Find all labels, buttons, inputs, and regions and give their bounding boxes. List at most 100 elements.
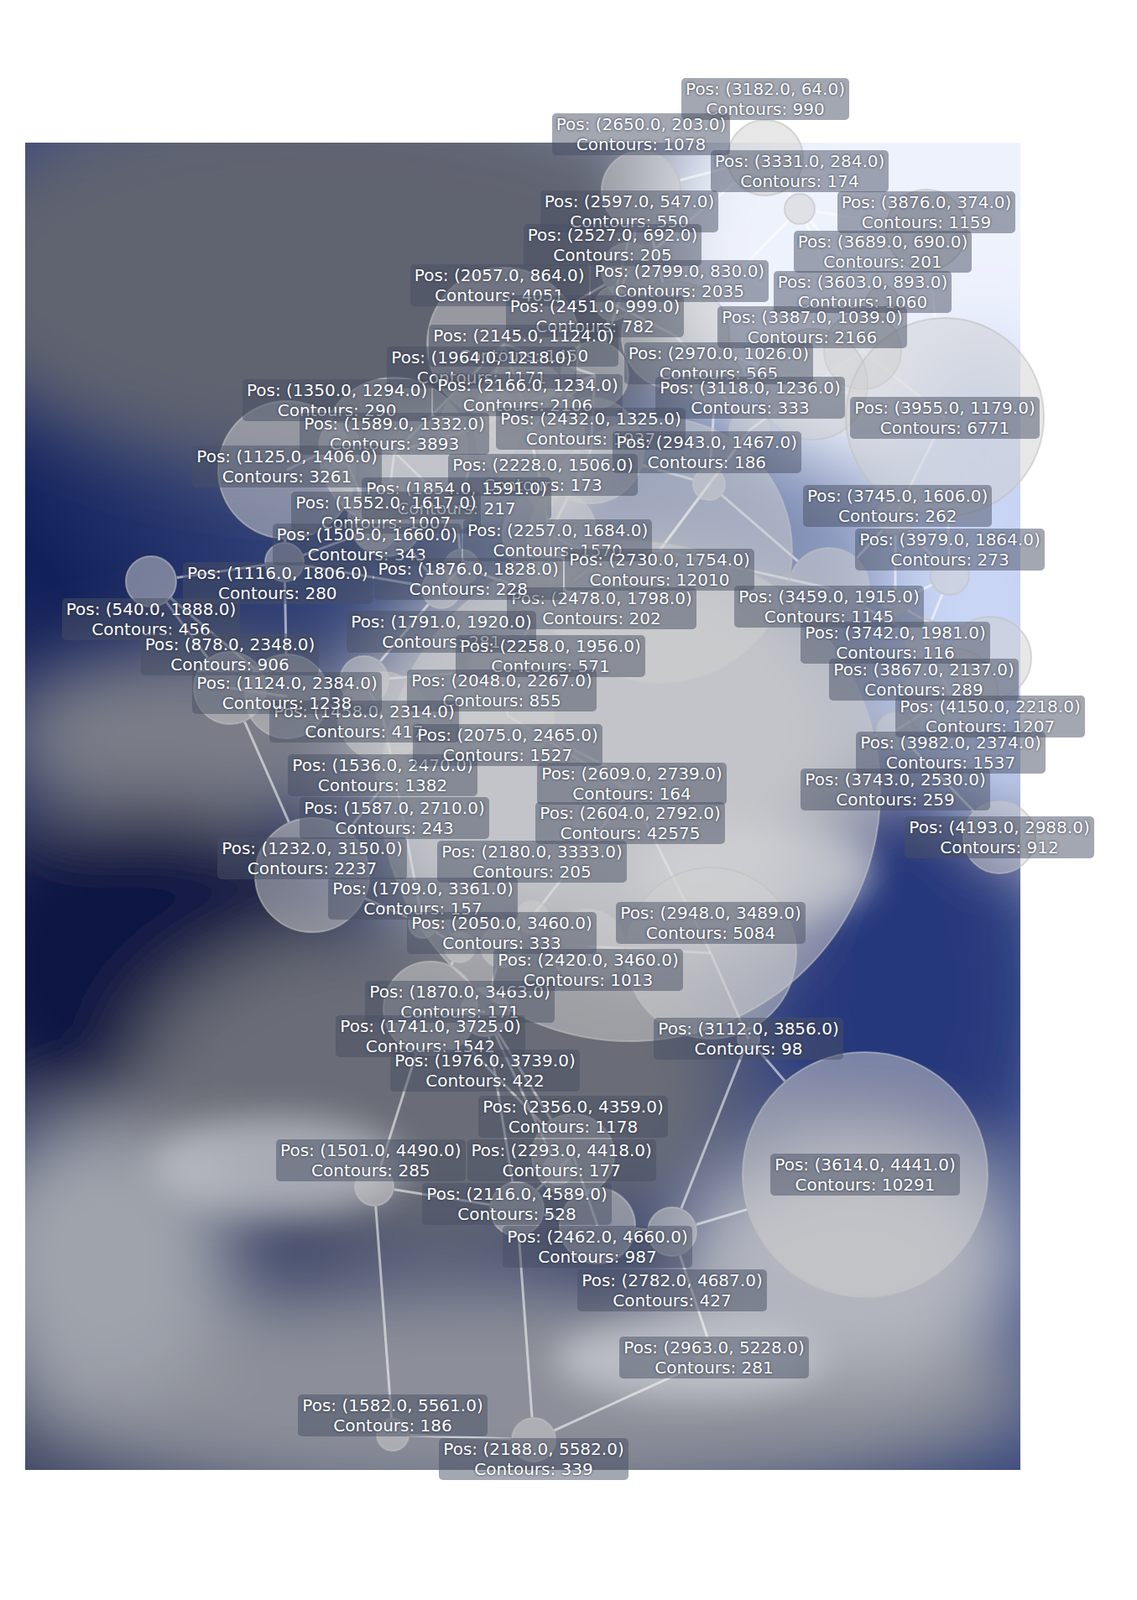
- node-label: Pos: (2650.0, 203.0)Contours: 1078: [552, 113, 731, 156]
- contour-count: Contours: 6771: [854, 417, 1035, 439]
- contour-count: Contours: 2166: [721, 327, 903, 348]
- contour-count: Contours: 205: [441, 861, 622, 882]
- position-text: Pos: (2462.0, 4660.0): [506, 1226, 688, 1247]
- node-label: Pos: (2943.0, 1467.0)Contours: 186: [612, 431, 802, 474]
- position-text: Pos: (2057.0, 864.0): [414, 265, 585, 286]
- contour-node: Pos: (2609.0, 2739.0)Contours: 164: [615, 763, 648, 796]
- contour-count: Contours: 10291: [774, 1174, 955, 1195]
- position-text: Pos: (3689.0, 690.0): [797, 231, 969, 252]
- link-line: [681, 1049, 745, 1209]
- position-text: Pos: (2258.0, 1956.0): [459, 636, 641, 657]
- position-text: Pos: (2188.0, 5582.0): [443, 1439, 624, 1460]
- node-label: Pos: (2116.0, 4589.0)Contours: 528: [422, 1183, 611, 1226]
- contour-node: Pos: (540.0, 1888.0)Contours: 456: [125, 555, 178, 608]
- position-text: Pos: (4150.0, 2218.0): [899, 696, 1080, 717]
- node-label: Pos: (878.0, 2348.0)Contours: 906: [140, 633, 320, 676]
- node-label: Pos: (3331.0, 284.0)Contours: 174: [710, 150, 890, 193]
- node-label: Pos: (2420.0, 3460.0)Contours: 1013: [493, 949, 683, 991]
- link-line: [375, 1206, 392, 1419]
- node-label: Pos: (1125.0, 1406.0)Contours: 3261: [192, 445, 381, 488]
- node-circle-shape: [903, 647, 998, 742]
- contour-count: Contours: 201: [797, 251, 969, 272]
- contour-node: Pos: (1501.0, 4490.0)Contours: 285: [354, 1166, 395, 1207]
- position-text: Pos: (3614.0, 4441.0): [774, 1154, 955, 1175]
- node-circle-shape: [742, 1052, 988, 1298]
- contour-count: Contours: 281: [623, 1357, 804, 1378]
- node-label: Pos: (3459.0, 1915.0)Contours: 1145: [734, 585, 924, 628]
- node-circle-shape: [949, 616, 1032, 699]
- position-text: Pos: (2451.0, 999.0): [510, 296, 681, 317]
- node-label: Pos: (3876.0, 374.0)Contours: 1159: [837, 191, 1017, 234]
- position-text: Pos: (1791.0, 1920.0): [350, 611, 532, 632]
- node-label: Pos: (1582.0, 5561.0)Contours: 186: [297, 1394, 487, 1437]
- position-text: Pos: (1589.0, 1332.0): [303, 413, 485, 434]
- position-text: Pos: (1350.0, 1294.0): [246, 380, 428, 401]
- position-text: Pos: (2420.0, 3460.0): [497, 949, 679, 971]
- contour-count: Contours: 273: [859, 549, 1040, 570]
- position-text: Pos: (3459.0, 1915.0): [738, 586, 919, 607]
- node-label: Pos: (1124.0, 2384.0)Contours: 1238: [192, 672, 381, 715]
- position-text: Pos: (2075.0, 2465.0): [417, 724, 598, 746]
- node-label: Pos: (2604.0, 2792.0)Contours: 42575: [535, 802, 725, 845]
- node-circle-shape: [521, 568, 579, 626]
- contour-count: Contours: 2237: [221, 858, 402, 879]
- position-text: Pos: (2293.0, 4418.0): [471, 1140, 652, 1161]
- position-text: Pos: (1124.0, 2384.0): [196, 672, 377, 694]
- position-text: Pos: (2650.0, 203.0): [556, 114, 727, 135]
- position-text: Pos: (2050.0, 3460.0): [411, 912, 592, 934]
- node-label: Pos: (3742.0, 1981.0)Contours: 116: [800, 621, 990, 664]
- contour-count: Contours: 912: [908, 837, 1090, 858]
- contour-count: Contours: 243: [303, 818, 485, 839]
- position-text: Pos: (3745.0, 1606.0): [807, 485, 988, 506]
- contour-count: Contours: 987: [506, 1246, 688, 1268]
- position-text: Pos: (2180.0, 3333.0): [441, 841, 622, 862]
- node-label: Pos: (3689.0, 690.0)Contours: 201: [793, 230, 973, 273]
- node-label: Pos: (3387.0, 1039.0)Contours: 2166: [717, 306, 907, 349]
- node-circle-shape: [380, 541, 881, 1042]
- node-label: Pos: (4150.0, 2218.0)Contours: 1207: [895, 695, 1085, 738]
- position-text: Pos: (2730.0, 1754.0): [568, 549, 750, 570]
- node-label: Pos: (1876.0, 1828.0)Contours: 228: [374, 558, 564, 600]
- contour-count: Contours: 285: [280, 1160, 461, 1181]
- contour-count: Contours: 186: [302, 1415, 483, 1436]
- position-text: Pos: (540.0, 1888.0): [66, 599, 237, 620]
- position-text: Pos: (3112.0, 3856.0): [657, 1018, 839, 1039]
- position-text: Pos: (1964.0, 1218.0): [391, 347, 572, 368]
- node-label: Pos: (2050.0, 3460.0)Contours: 333: [406, 912, 596, 955]
- contour-count: Contours: 164: [541, 783, 722, 804]
- contour-node: Pos: (3979.0, 1864.0)Contours: 273: [929, 555, 971, 596]
- position-text: Pos: (1587.0, 2710.0): [303, 797, 485, 819]
- position-text: Pos: (3118.0, 1236.0): [659, 377, 840, 398]
- contour-node: Pos: (3112.0, 3856.0)Contours: 98: [736, 1027, 761, 1051]
- node-label: Pos: (2609.0, 2739.0)Contours: 164: [537, 762, 726, 805]
- link-line: [696, 1210, 747, 1226]
- position-text: Pos: (3603.0, 893.0): [777, 271, 949, 293]
- contour-count: Contours: 339: [443, 1459, 624, 1480]
- contour-count: Contours: 5084: [620, 923, 801, 944]
- position-text: Pos: (2799.0, 830.0): [594, 260, 766, 282]
- node-label: Pos: (3982.0, 2374.0)Contours: 1537: [855, 731, 1045, 774]
- node-circle-shape: [460, 987, 510, 1037]
- position-text: Pos: (2609.0, 2739.0): [541, 763, 722, 784]
- node-label: Pos: (2963.0, 5228.0)Contours: 281: [619, 1336, 809, 1379]
- node-circle-shape: [422, 569, 461, 609]
- node-label: Pos: (1587.0, 2710.0)Contours: 243: [299, 797, 489, 840]
- contour-count: Contours: 1382: [292, 775, 473, 796]
- contour-node: Pos: (2188.0, 5582.0)Contours: 339: [511, 1417, 557, 1463]
- node-label: Pos: (2462.0, 4660.0)Contours: 987: [502, 1225, 692, 1268]
- link-line: [931, 594, 942, 621]
- contour-count: Contours: 98: [657, 1038, 839, 1059]
- position-text: Pos: (2527.0, 692.0): [527, 224, 699, 246]
- node-label: Pos: (2180.0, 3333.0)Contours: 205: [437, 840, 626, 883]
- contour-count: Contours: 177: [471, 1160, 652, 1181]
- contour-node: Pos: (1582.0, 5561.0)Contours: 186: [375, 1418, 410, 1452]
- node-label: Pos: (4193.0, 2988.0)Contours: 912: [904, 816, 1094, 859]
- position-text: Pos: (1552.0, 1617.0): [295, 492, 476, 513]
- node-label: Pos: (1501.0, 4490.0)Contours: 285: [276, 1139, 465, 1182]
- contour-count: Contours: 186: [616, 452, 798, 473]
- contour-count: Contours: 333: [659, 397, 840, 418]
- node-label: Pos: (2782.0, 4687.0)Contours: 427: [577, 1269, 767, 1312]
- node-circle: [783, 192, 816, 225]
- cloud-image: [25, 142, 1021, 1471]
